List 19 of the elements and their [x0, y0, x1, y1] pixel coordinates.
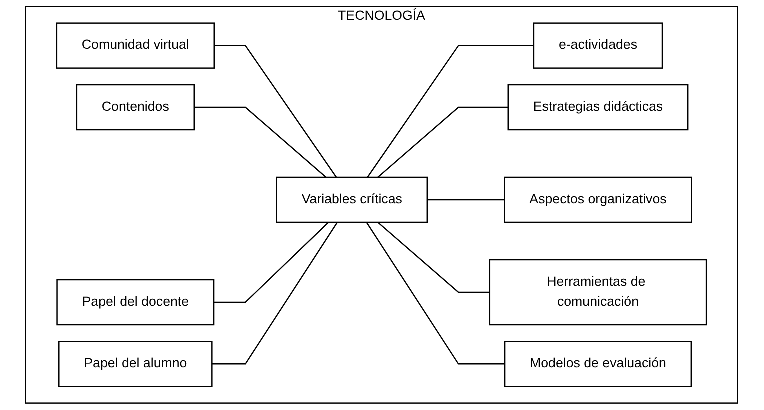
node-box: Modelos de evaluación	[504, 341, 692, 388]
connector	[194, 106, 327, 178]
connector	[378, 222, 490, 294]
connector	[378, 106, 509, 178]
node-box: Comunidad virtual	[56, 22, 216, 69]
node-box: Papel del alumno	[58, 341, 214, 388]
node-box: e-actividades	[534, 22, 664, 69]
node-box: Contenidos	[76, 84, 196, 131]
node-box: Herramientas de comunicación	[490, 259, 708, 326]
node-box: Aspectos organizativos	[504, 176, 693, 224]
connector	[212, 222, 338, 365]
connector	[366, 222, 506, 365]
node-box: Estrategias didácticas	[508, 84, 689, 131]
node-box: Papel del docente	[56, 279, 215, 326]
connector	[214, 45, 338, 178]
connector	[367, 45, 534, 178]
connector	[214, 222, 330, 304]
node-box: Variables críticas	[276, 176, 428, 224]
connector	[428, 199, 505, 201]
